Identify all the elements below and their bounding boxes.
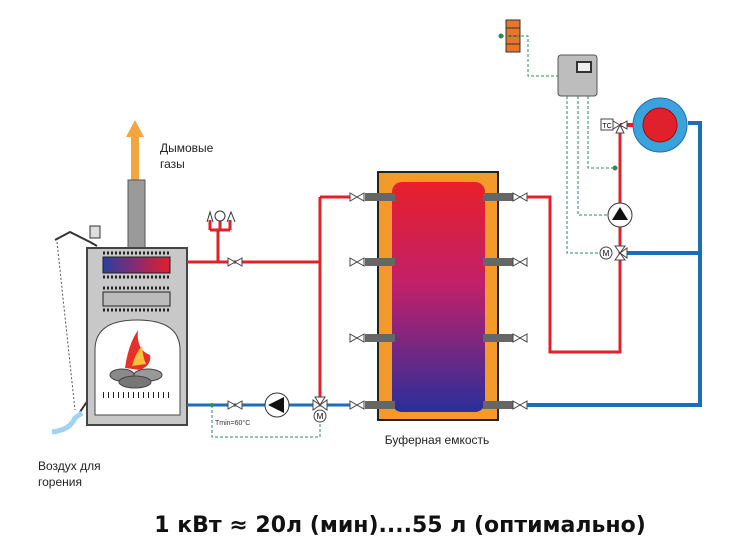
- boiler-supply-pipe: [187, 195, 350, 400]
- flue-gases-label: Дымовые: [160, 141, 214, 155]
- flue-gas-arrow: [126, 120, 144, 180]
- ball-valve[interactable]: [512, 333, 528, 343]
- ball-valve[interactable]: [349, 400, 365, 410]
- boiler: [86, 247, 188, 426]
- buffer-tank: [365, 171, 513, 421]
- ball-valve[interactable]: [512, 257, 528, 267]
- sizing-formula: 1 кВт ≈ 20л (мин)....55 л (оптимально): [154, 513, 646, 538]
- heating-return-pipe: [527, 121, 702, 407]
- motor-label: M: [317, 412, 324, 421]
- circulation-pump[interactable]: [607, 202, 633, 228]
- combustion-air-label-2: горения: [38, 475, 82, 489]
- heating-supply-pipe: [527, 130, 622, 354]
- safety-group: [206, 210, 236, 223]
- ball-valve[interactable]: [512, 192, 528, 202]
- mixing-valve[interactable]: M: [312, 396, 328, 423]
- heating-mixing-valve[interactable]: M: [599, 245, 628, 261]
- control-wiring: [501, 35, 615, 254]
- ball-valve[interactable]: [512, 400, 528, 410]
- ball-valve[interactable]: [349, 333, 365, 343]
- flue-gases-label-2: газы: [160, 157, 185, 171]
- boiler-pump[interactable]: [264, 392, 290, 418]
- ball-valve[interactable]: [227, 400, 243, 410]
- ball-valve[interactable]: [349, 257, 365, 267]
- radiator: [632, 97, 688, 153]
- control-line: [211, 405, 321, 438]
- fire-icon: [109, 330, 163, 389]
- motor-label: M: [603, 249, 610, 258]
- thermostat-label: TC: [602, 123, 611, 130]
- buffer-tank-label: Буферная емкость: [385, 433, 490, 447]
- ball-valve[interactable]: [349, 192, 365, 202]
- thermostatic-valve[interactable]: TC: [600, 118, 628, 134]
- ball-valve[interactable]: [227, 257, 243, 267]
- chimney: [127, 179, 146, 249]
- tmin-label: Tmin=60°C: [215, 419, 250, 427]
- combustion-air-label: Воздух для: [38, 459, 101, 473]
- controller[interactable]: [557, 54, 598, 97]
